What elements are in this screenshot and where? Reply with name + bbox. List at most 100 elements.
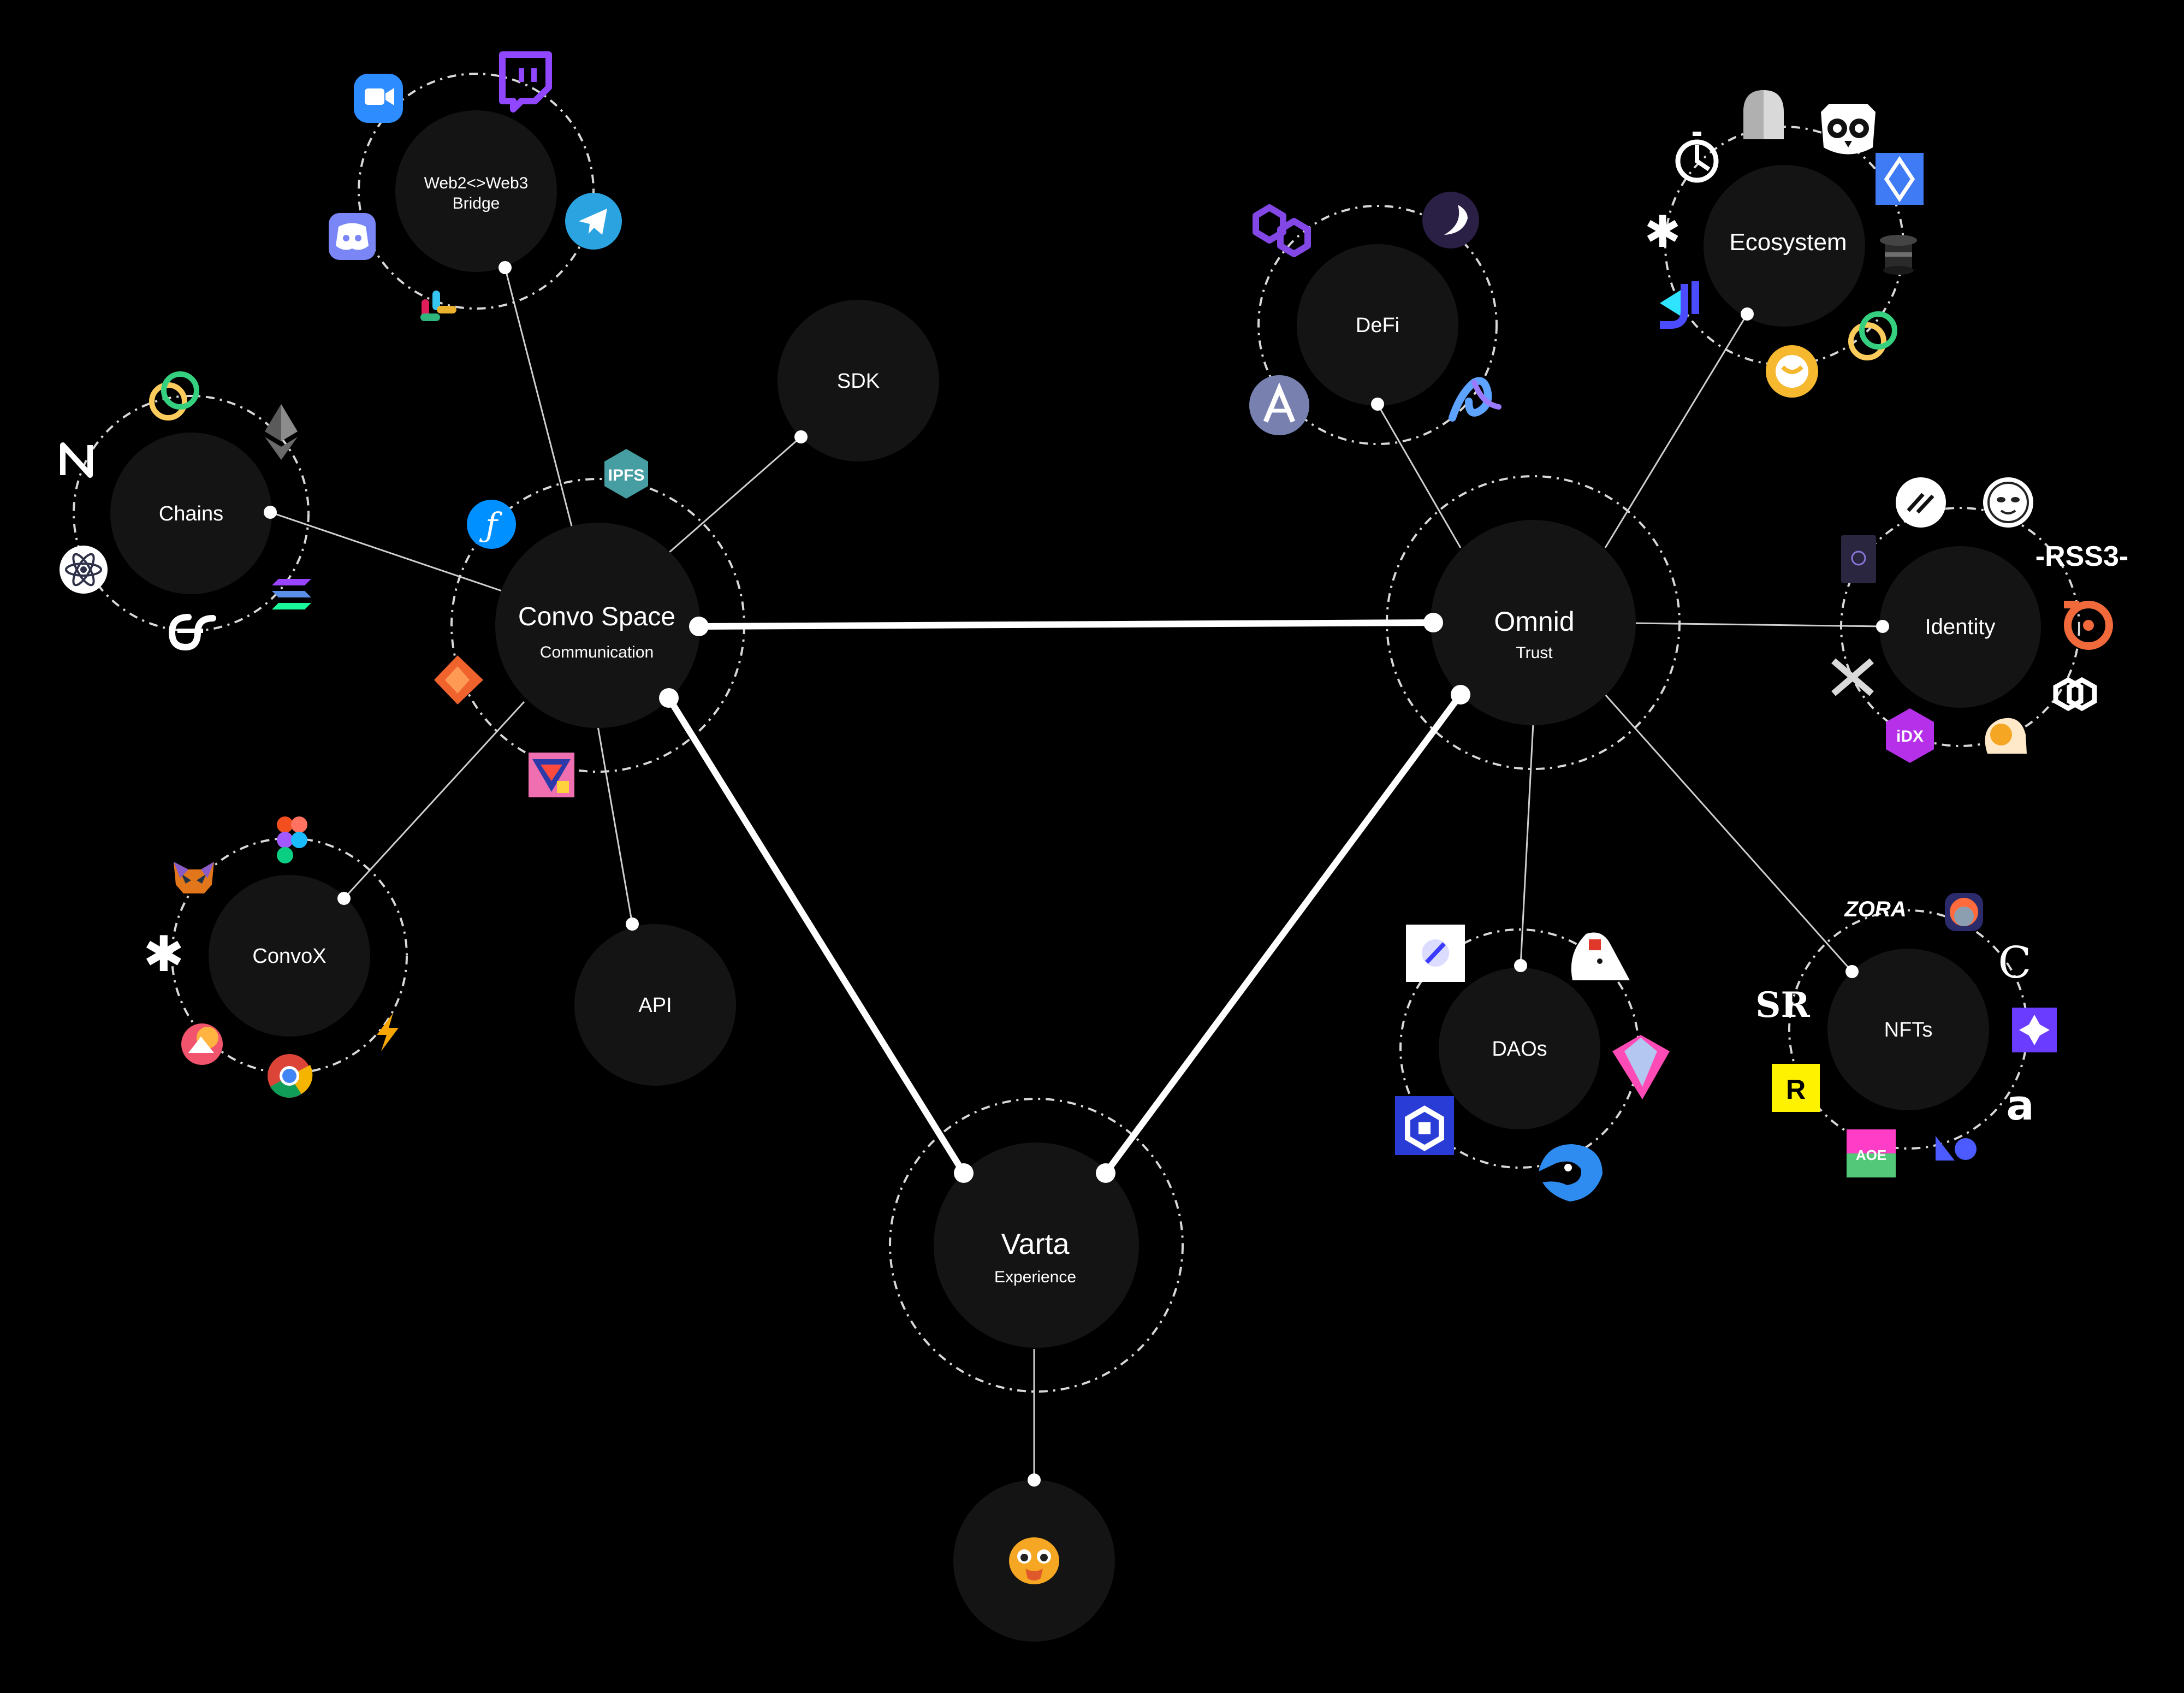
diamond-gem-icon bbox=[1612, 1035, 1670, 1099]
dot-large bbox=[1423, 613, 1443, 632]
moon-icon bbox=[1422, 192, 1479, 248]
c-letter-label: C bbox=[1998, 937, 2031, 988]
connector-convox bbox=[343, 701, 525, 899]
polygon-icon bbox=[1253, 204, 1311, 257]
hexagon-outline-icon bbox=[2053, 677, 2097, 712]
dot bbox=[794, 430, 808, 443]
purple-star-icon bbox=[2012, 1008, 2057, 1052]
disc-convo-space[interactable] bbox=[495, 523, 701, 728]
aoe-label: AOE bbox=[1856, 1147, 1886, 1163]
sr-label: SR bbox=[1755, 985, 1810, 1026]
dot bbox=[498, 261, 512, 274]
ipfs-icon: IPFS bbox=[604, 449, 648, 499]
connector-daos bbox=[1520, 723, 1534, 966]
mask-face-icon bbox=[1983, 477, 2033, 528]
disc-nfts[interactable] bbox=[1827, 949, 1989, 1110]
cosmos-icon bbox=[60, 546, 108, 594]
node-discs bbox=[110, 110, 2041, 1642]
synthetix-wave-icon bbox=[1449, 377, 1502, 422]
aoe-icon: AOE bbox=[1847, 1129, 1896, 1177]
disc-varta[interactable] bbox=[934, 1143, 1139, 1348]
c-letter-icon: C bbox=[1998, 937, 2031, 988]
thin-connectors bbox=[270, 267, 1883, 1480]
connector-defi bbox=[1376, 404, 1462, 548]
twitch-icon bbox=[499, 51, 552, 113]
dot bbox=[626, 917, 639, 931]
near-icon bbox=[60, 442, 93, 478]
disc-defi[interactable] bbox=[1297, 244, 1458, 406]
telegram-icon bbox=[565, 193, 622, 250]
asterisk-white-icon: ✱ bbox=[1644, 206, 1681, 257]
a-letter-icon: a bbox=[2006, 1081, 2034, 1129]
ecosystem-title: Ecosystem bbox=[1729, 229, 1847, 256]
r-label: R bbox=[1786, 1074, 1806, 1105]
disc-sdk[interactable] bbox=[778, 300, 939, 461]
thick-connectors bbox=[666, 619, 1464, 1176]
zora-icon: ZORA bbox=[1844, 897, 1906, 921]
bridge-title-line1: Web2<>Web3 bbox=[424, 174, 529, 192]
dot bbox=[264, 506, 277, 519]
dolphin-icon bbox=[1539, 1144, 1603, 1201]
magic-hat-icon bbox=[1880, 235, 1917, 275]
disc-chains[interactable] bbox=[110, 433, 272, 594]
x-cross-icon bbox=[1831, 658, 1874, 696]
varta-title: Varta bbox=[1001, 1228, 1070, 1260]
convo-space-title: Convo Space bbox=[518, 602, 675, 631]
dot-large bbox=[1096, 1163, 1115, 1183]
sr-icon: SR bbox=[1755, 985, 1810, 1026]
avatar-gradient-icon bbox=[181, 1023, 223, 1065]
dot bbox=[1028, 1473, 1041, 1487]
daos-icons bbox=[1395, 925, 1670, 1201]
omnid-title: Omnid bbox=[1494, 606, 1574, 637]
rarible-icon: R bbox=[1772, 1064, 1820, 1112]
dfinity-diamond-icon bbox=[434, 655, 483, 705]
celo-icon bbox=[149, 371, 199, 421]
convo-space-subtitle: Communication bbox=[540, 643, 654, 661]
connector-sdk bbox=[668, 436, 802, 554]
connector-dots bbox=[264, 261, 1889, 1487]
dot bbox=[1514, 959, 1527, 972]
convo-space-icons: IPFS ƒ bbox=[434, 449, 648, 797]
solana-icon bbox=[272, 579, 311, 609]
dot bbox=[1876, 620, 1889, 633]
node-labels: Web2<>Web3 Bridge Chains ConvoX SDK API … bbox=[159, 174, 1996, 1286]
orange-target-icon bbox=[2064, 601, 2113, 650]
slack-icon bbox=[420, 291, 456, 321]
dot-large bbox=[689, 617, 709, 636]
filecoin-icon: ƒ bbox=[467, 500, 516, 549]
omnid-subtitle: Trust bbox=[1516, 644, 1553, 662]
dot-large bbox=[1451, 685, 1470, 705]
mascot-icon bbox=[1009, 1537, 1059, 1584]
disc-bridge[interactable] bbox=[395, 110, 557, 272]
geometric-art-icon bbox=[529, 753, 574, 797]
connector-bridge bbox=[504, 267, 574, 533]
celo-ring-icon bbox=[1848, 311, 1897, 360]
disc-daos[interactable] bbox=[1439, 968, 1600, 1129]
chrome-icon bbox=[268, 1054, 313, 1098]
daos-title: DAOs bbox=[1492, 1038, 1547, 1061]
disc-convox[interactable] bbox=[209, 875, 370, 1037]
identity-title: Identity bbox=[1925, 615, 1996, 639]
bridge-title-line2: Bridge bbox=[453, 194, 500, 212]
ethereum-icon bbox=[265, 404, 298, 460]
ring-chains bbox=[73, 395, 310, 632]
defi-title: DeFi bbox=[1356, 314, 1399, 337]
bridge-icons bbox=[329, 51, 622, 321]
discord-icon bbox=[329, 213, 376, 260]
connector-nfts bbox=[1604, 694, 1853, 972]
ecosystem-icons: ✱ bbox=[1644, 90, 1924, 398]
tombstone-icon bbox=[1743, 90, 1784, 139]
disc-omnid[interactable] bbox=[1431, 520, 1636, 725]
svg-text:✱: ✱ bbox=[1644, 206, 1681, 257]
disc-identity[interactable] bbox=[1879, 546, 2041, 708]
connector-api bbox=[597, 726, 633, 925]
blue-shapes-icon bbox=[1936, 1136, 1977, 1161]
ring-identity bbox=[1840, 507, 2080, 747]
link-convo-varta bbox=[666, 695, 967, 1176]
disc-api[interactable] bbox=[574, 924, 736, 1086]
aave-icon bbox=[1249, 375, 1309, 435]
identity-icons: -RSS3- iDX bbox=[1831, 477, 2128, 763]
disc-ecosystem[interactable] bbox=[1704, 165, 1865, 327]
lens-diamond-icon bbox=[1876, 153, 1924, 205]
figma-icon bbox=[277, 816, 307, 863]
